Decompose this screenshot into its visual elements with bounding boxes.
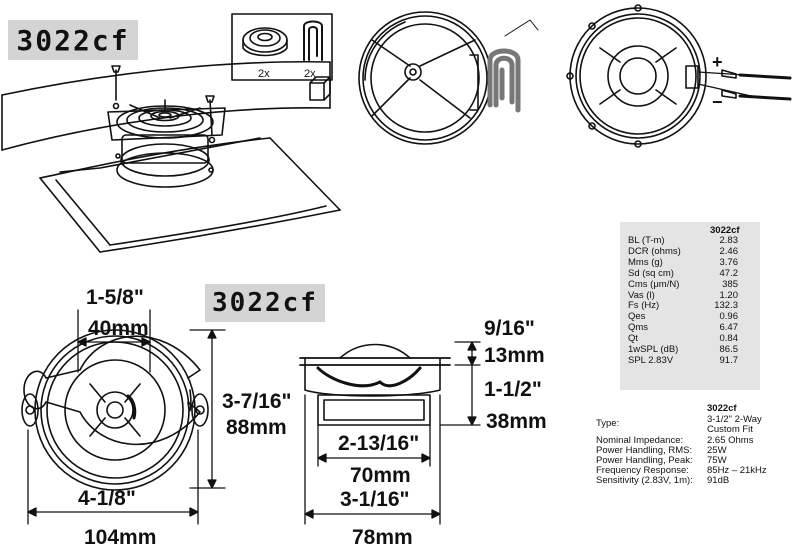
table-row: Fs (Hz)132.3 — [628, 300, 738, 312]
mount-dia-in: 3-1/16" — [340, 488, 410, 511]
minus-terminal-label: − — [712, 92, 723, 112]
speaker-side-view — [299, 343, 451, 426]
table-row: BL (T-m)2.83 — [628, 235, 738, 246]
mount-depth-mm: 40mm — [88, 317, 149, 340]
mount-depth-in: 1-5/8" — [86, 286, 144, 309]
ts-table-header: 3022cf — [710, 225, 740, 236]
dimension-lines — [27, 309, 481, 525]
install-illustration — [1, 60, 341, 253]
ts-parameter-table: 3022cf BL (T-m)2.83 DCR (ohms)2.46 Mms (… — [620, 222, 760, 390]
table-row: DCR (ohms)2.46 — [628, 245, 738, 257]
model-tag-top: 3022cf — [8, 20, 138, 60]
speaker-front-view — [21, 329, 209, 491]
feature-table-header: 3022cf — [707, 403, 737, 414]
depth-mm: 38mm — [486, 410, 547, 433]
depth-in: 1-1/2" — [484, 378, 542, 401]
height-mm: 88mm — [226, 416, 287, 439]
qty-speaker-label: 2x — [258, 68, 270, 80]
qty-clip-label: 2x — [304, 68, 316, 80]
speaker-wiring — [566, 4, 792, 148]
table-row: Cms (μm/N)385 — [628, 278, 738, 290]
mount-dia-mm: 78mm — [352, 526, 413, 549]
top-height-in: 9/16" — [484, 317, 535, 340]
install-inset — [231, 13, 333, 101]
height-in: 3-7/16" — [222, 390, 292, 413]
top-height-mm: 13mm — [484, 344, 545, 367]
overall-width-in: 4-1/8" — [78, 487, 136, 510]
cutout-in: 2-13/16" — [338, 432, 419, 455]
cutout-mm: 70mm — [350, 464, 411, 487]
model-tag-middle: 3022cf — [205, 284, 325, 322]
overall-width-mm: 104mm — [84, 526, 156, 549]
speaker-rear-gasket — [358, 11, 539, 145]
table-row: 1wSPL (dB)86.5 — [628, 344, 738, 356]
table-row: Sd (sq cm)47.2 — [628, 267, 738, 279]
plus-terminal-label: + — [712, 52, 723, 72]
table-row: Vas (l)1.20 — [628, 289, 738, 301]
table-row: Mms (g)3.76 — [628, 256, 738, 268]
